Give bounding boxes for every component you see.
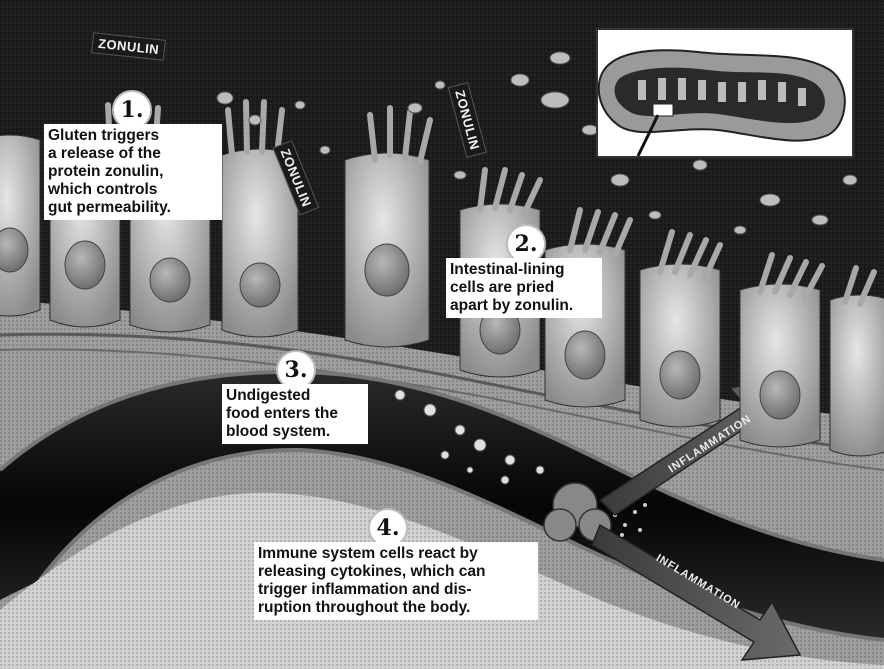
caption-line: releasing cytokines, which can xyxy=(258,563,534,581)
caption-line: Undigested xyxy=(226,387,364,405)
intestine-inset xyxy=(596,28,854,158)
step-3-caption: Undigested food enters the blood system. xyxy=(222,384,368,444)
intestine-inset-drawing xyxy=(598,30,852,156)
caption-line: food enters the xyxy=(226,405,364,423)
caption-line: ruption throughout the body. xyxy=(258,599,534,617)
step-4-caption: Immune system cells react by releasing c… xyxy=(254,542,538,620)
step-2-caption: Intestinal-lining cells are pried apart … xyxy=(446,258,602,318)
caption-line: which controls xyxy=(48,181,218,199)
caption-line: protein zonulin, xyxy=(48,163,218,181)
caption-line: Intestinal-lining xyxy=(450,261,598,279)
caption-line: Immune system cells react by xyxy=(258,545,534,563)
caption-line: Gluten triggers xyxy=(48,127,218,145)
step-1-caption: Gluten triggers a release of the protein… xyxy=(44,124,222,220)
caption-line: a release of the xyxy=(48,145,218,163)
caption-line: gut permeability. xyxy=(48,199,218,217)
caption-line: apart by zonulin. xyxy=(450,297,598,315)
caption-line: blood system. xyxy=(226,423,364,441)
caption-line: trigger inflammation and dis- xyxy=(258,581,534,599)
caption-line: cells are pried xyxy=(450,279,598,297)
